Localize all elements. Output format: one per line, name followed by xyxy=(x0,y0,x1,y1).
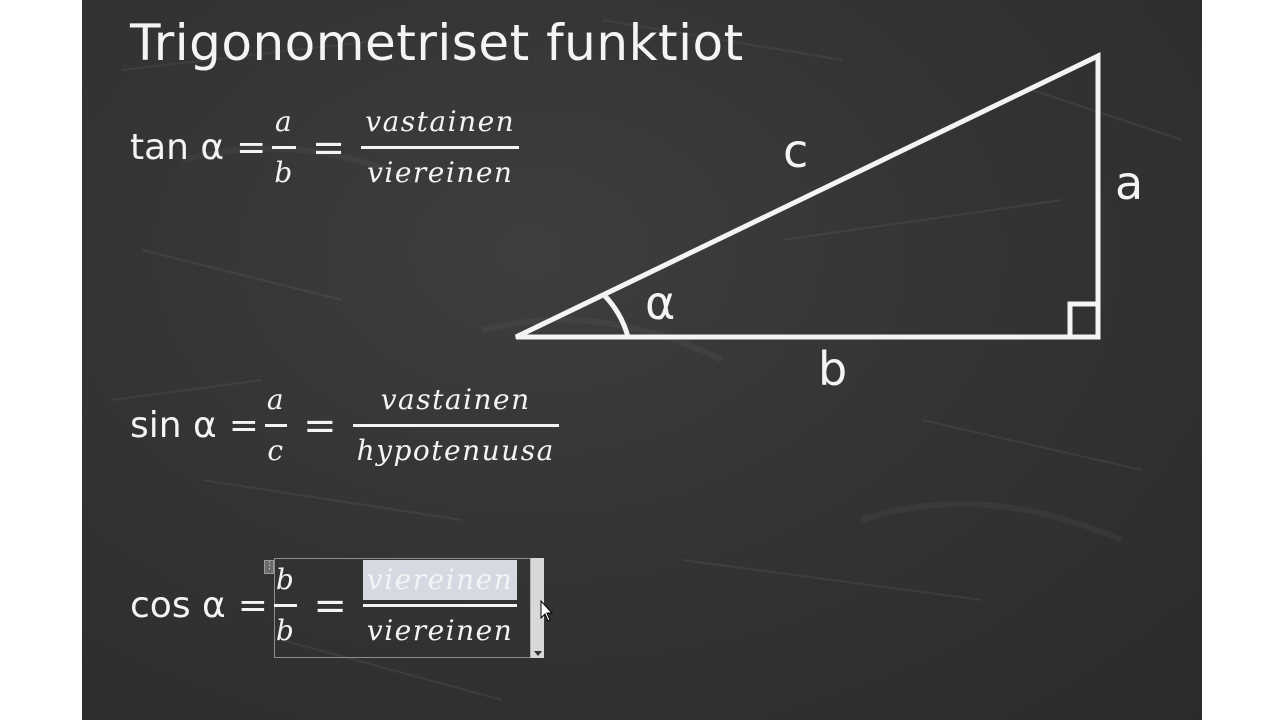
cos-equals-1: = xyxy=(237,585,268,626)
cos-ratio-letters[interactable]: b b xyxy=(273,560,298,651)
sin-numerator-letter: a xyxy=(266,383,286,416)
angle-alpha-label: α xyxy=(645,276,676,330)
right-angle-marker xyxy=(1067,301,1101,340)
sin-numerator-word: vastainen xyxy=(380,383,531,416)
equation-scrollbar[interactable] xyxy=(530,558,544,658)
tan-ratio-letters: a b xyxy=(272,102,296,193)
tan-ratio-words: vastainen viereinen xyxy=(361,102,520,193)
tan-formula: tan α = a b = vastainen viereinen xyxy=(130,102,520,193)
cos-ratio-words[interactable]: viereinen viereinen xyxy=(362,560,518,651)
fraction-bar xyxy=(272,146,296,149)
cos-numerator-word-selected[interactable]: viereinen xyxy=(362,560,518,600)
sin-denominator-letter: c xyxy=(267,434,285,467)
adjacent-side-label: b xyxy=(818,342,848,396)
sin-formula: sin α = a c = vastainen hypotenuusa xyxy=(130,380,559,471)
triangle-outline xyxy=(514,52,1101,340)
cos-equals-2: = xyxy=(313,582,347,629)
tan-denominator-letter: b xyxy=(274,156,294,189)
tan-function-label: tan α xyxy=(130,127,225,168)
opposite-side-label: a xyxy=(1115,156,1144,210)
fraction-bar xyxy=(264,424,288,427)
sin-denominator-word: hypotenuusa xyxy=(356,434,555,467)
cos-formula: cos α = b b = viereinen viereinen xyxy=(130,560,518,651)
sin-equals-1: = xyxy=(228,405,259,446)
cos-function-label: cos α xyxy=(130,585,226,626)
cos-numerator-letter[interactable]: b xyxy=(275,563,296,596)
fraction-bar xyxy=(273,604,298,607)
equation-drag-handle[interactable]: ⋮ xyxy=(264,560,274,574)
fraction-bar xyxy=(352,424,559,427)
slide-title: Trigonometriset funktiot xyxy=(130,14,744,72)
sin-ratio-words: vastainen hypotenuusa xyxy=(352,380,559,471)
scroll-down-arrow-icon[interactable] xyxy=(534,651,542,656)
fraction-bar xyxy=(361,146,520,149)
chalk-texture xyxy=(111,19,1183,701)
cos-denominator-letter[interactable]: b xyxy=(275,614,296,647)
tan-denominator-word: viereinen xyxy=(367,156,514,189)
hypotenuse-label: c xyxy=(783,124,809,178)
right-triangle-diagram xyxy=(514,52,1101,340)
sin-function-label: sin α xyxy=(130,405,217,446)
tan-equals-1: = xyxy=(236,127,267,168)
mouse-pointer-icon xyxy=(540,600,554,622)
cos-denominator-word[interactable]: viereinen xyxy=(366,614,514,647)
sin-equals-2: = xyxy=(303,402,337,449)
tan-equals-2: = xyxy=(311,124,346,171)
sin-ratio-letters: a c xyxy=(264,380,288,471)
angle-alpha-arc xyxy=(602,293,631,338)
slide-canvas: Trigonometriset funktiot tan α = a b = v… xyxy=(82,0,1202,720)
tan-numerator-letter: a xyxy=(274,105,294,138)
tan-numerator-word: vastainen xyxy=(365,105,516,138)
fraction-bar xyxy=(362,604,518,607)
